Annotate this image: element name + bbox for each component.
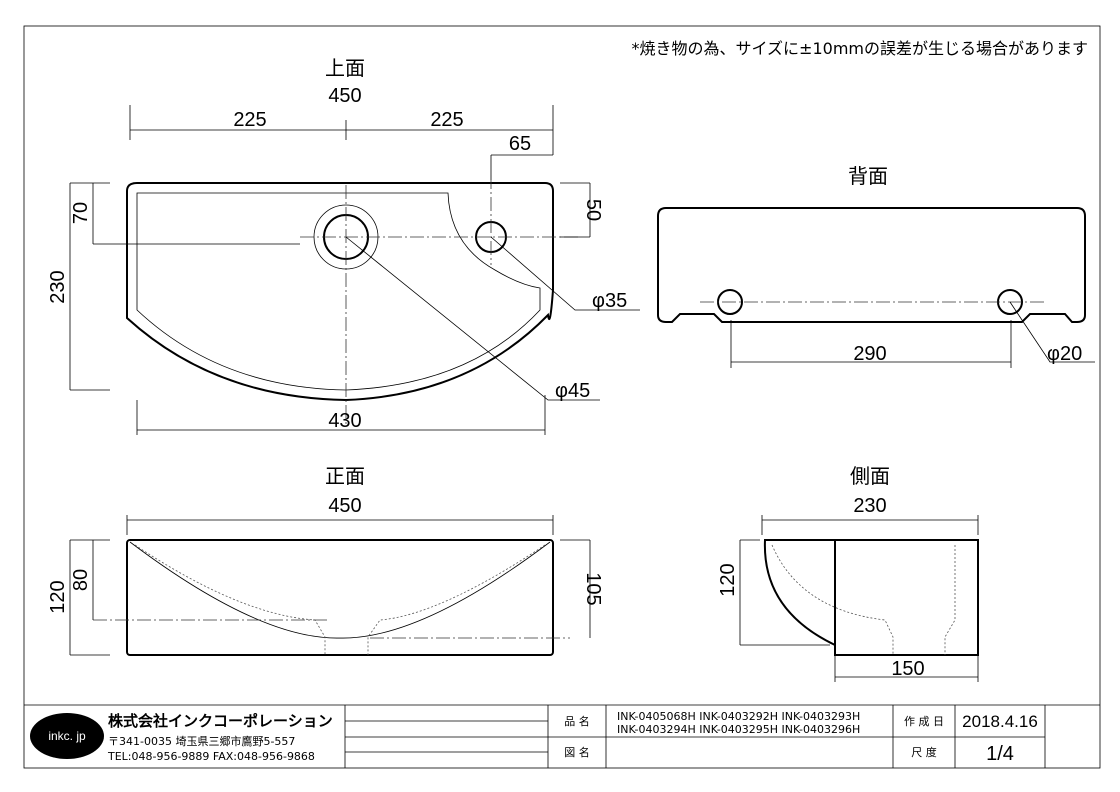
dim-faucet-offset: 65	[509, 133, 531, 155]
dim-line-top-width	[129, 105, 554, 155]
company-contact: TEL:048-956-9889 FAX:048-956-9868	[107, 750, 315, 763]
back-outline	[657, 207, 1086, 323]
drawing-label: 図 名	[564, 745, 590, 759]
dim-line-side-depth	[761, 515, 979, 535]
tolerance-note: *焼き物の為、サイズに±10mmの誤差が生じる場合があります	[632, 39, 1088, 58]
dim-top-half-left: 225	[233, 109, 266, 131]
dim-top-half-right: 225	[430, 109, 463, 131]
front-view: 正面 450 120 80 105	[47, 464, 604, 656]
side-hidden-lines	[771, 544, 956, 655]
date-label: 作 成 日	[904, 715, 944, 728]
dim-lines-back	[730, 301, 1095, 368]
dim-lines-front-height	[69, 539, 591, 656]
front-hidden-lines	[134, 544, 546, 655]
scale-label: 尺 度	[911, 745, 937, 759]
dim-line-front-width	[126, 515, 554, 535]
dim-top-depth-total: 230	[47, 270, 69, 303]
dim-front-inner-depth: 80	[70, 569, 92, 591]
basin-outline	[126, 182, 554, 402]
dim-lines-top-depth	[69, 182, 591, 391]
title-block-grid	[24, 704, 1100, 768]
product-line-2: INK-0403294H INK-0403295H INK-0403296H	[617, 723, 860, 736]
front-view-title: 正面	[325, 464, 365, 488]
date-value: 2018.4.16	[962, 712, 1038, 731]
dim-back-hole-spacing: 290	[853, 343, 886, 365]
back-view-title: 背面	[848, 164, 888, 188]
dim-drain-hole: φ45	[555, 380, 590, 402]
drawing-frame	[23, 25, 1101, 769]
front-bowl-curve	[129, 541, 551, 639]
company-name: 株式会社インクコーポレーション	[108, 712, 333, 730]
side-outline	[763, 539, 979, 656]
dim-front-height: 120	[47, 580, 69, 613]
back-view: 背面 290 φ20	[657, 164, 1095, 368]
top-view-title: 上面	[325, 56, 365, 80]
dim-front-right-height: 105	[582, 572, 604, 605]
company-address: 〒341-0035 埼玉県三郷市鷹野5-557	[108, 734, 295, 748]
side-view-title: 側面	[850, 464, 890, 488]
title-block: inkc. jp 株式会社インクコーポレーション 〒341-0035 埼玉県三郷…	[24, 704, 1100, 768]
dim-side-base-depth: 150	[891, 658, 924, 680]
side-view: 側面 230 120 150	[717, 464, 979, 682]
dim-faucet-hole: φ35	[592, 290, 627, 312]
dim-top-width: 450	[328, 85, 361, 107]
hole-leader-lines	[345, 236, 640, 401]
dim-top-bottom-width: 430	[328, 410, 361, 432]
product-line-1: INK-0405068H INK-0403292H INK-0403293H	[617, 710, 860, 723]
front-center-lines	[93, 619, 570, 639]
front-outline	[126, 539, 554, 656]
dim-front-width: 450	[328, 495, 361, 517]
product-label: 品 名	[564, 714, 590, 728]
basin-inner-outline	[136, 192, 541, 391]
dim-line-bottom-width	[136, 395, 546, 435]
dim-side-height: 120	[717, 563, 739, 596]
dim-line-faucet-offset	[490, 154, 553, 180]
top-center-lines	[300, 175, 580, 425]
company-logo	[30, 713, 104, 759]
logo-text: inkc. jp	[48, 729, 86, 743]
dim-faucet-depth: 50	[582, 199, 604, 221]
scale-value: 1/4	[986, 743, 1014, 765]
dim-top-depth-left: 70	[70, 202, 92, 224]
dim-lines-side	[739, 539, 979, 682]
top-view: 上面 450 225 225 65 70 230 50 φ35 φ45 430	[47, 56, 640, 435]
dim-back-hole-diameter: φ20	[1047, 343, 1082, 365]
dim-side-depth: 230	[853, 495, 886, 517]
